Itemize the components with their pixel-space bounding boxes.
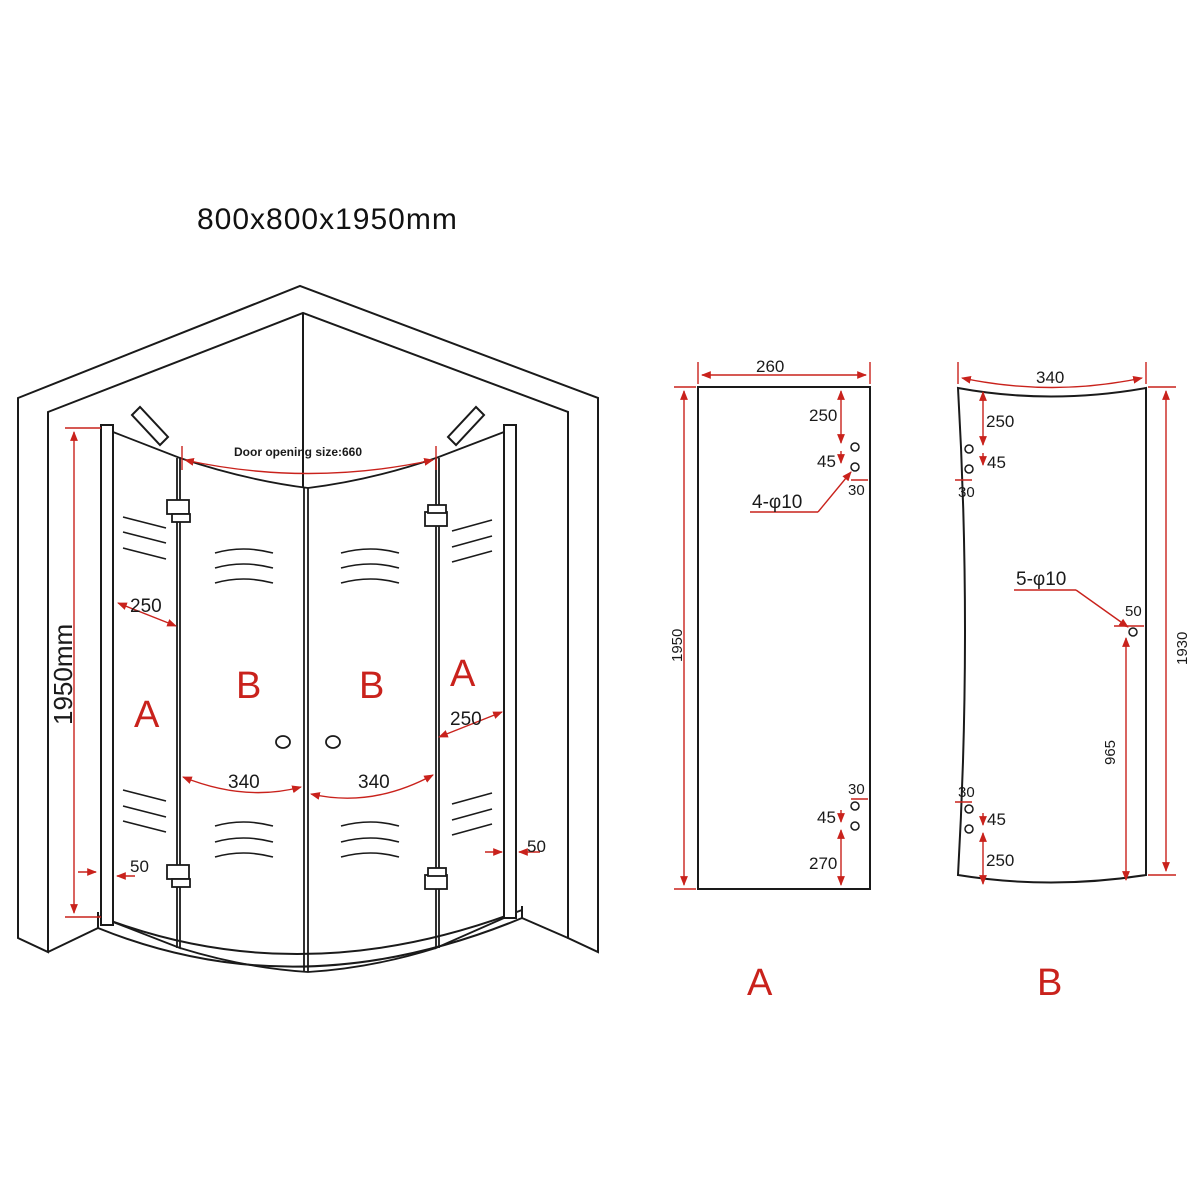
panel-b-top-offset: 250 — [986, 412, 1014, 431]
panel-b-handle-edge: 50 — [1125, 603, 1142, 620]
shower-tray — [97, 906, 523, 968]
panel-b-drawing: 340 1930 250 45 30 5-φ10 50 965 30 — [955, 362, 1191, 1004]
dim-340-right: 340 — [358, 772, 390, 793]
panel-b-bottom-spacing: 45 — [987, 810, 1006, 829]
panel-a-holes: 4-φ10 — [752, 492, 802, 513]
door-opening-label: Door opening size:660 — [234, 445, 362, 459]
panel-b-top-spacing: 45 — [987, 453, 1006, 472]
panel-a-bottom-edge: 30 — [848, 781, 865, 798]
hinges — [166, 499, 448, 890]
panel-b-handle-height: 965 — [1102, 740, 1119, 765]
enclosure-drawing: Door opening size:660 1950mm 250 250 340… — [17, 284, 599, 973]
stabilizer-bars — [130, 405, 486, 447]
panel-a-width: 260 — [756, 357, 784, 376]
enclosure-label-a-right: A — [450, 653, 476, 695]
panel-a-top-spacing: 45 — [817, 452, 836, 471]
curved-doors — [176, 457, 440, 973]
fixed-panels — [112, 431, 505, 950]
panel-a-top-edge: 30 — [848, 482, 865, 499]
panel-b-holes-drawing — [964, 444, 1138, 834]
wall-profiles — [100, 424, 517, 926]
dim-50-right: 50 — [527, 837, 546, 856]
dim-250-right: 250 — [450, 709, 482, 730]
enclosure-label-a-left: A — [134, 694, 160, 736]
enclosure-height-label: 1950mm — [48, 624, 78, 725]
panel-b-holes: 5-φ10 — [1016, 569, 1066, 590]
panel-b-bottom-offset: 250 — [986, 851, 1014, 870]
enclosure-dimensions: Door opening size:660 1950mm 250 250 340… — [48, 427, 546, 918]
panel-a-bottom-offset: 270 — [809, 854, 837, 873]
door-knobs — [275, 735, 341, 749]
panel-a-top-offset: 250 — [809, 406, 837, 425]
panel-a-drawing: 260 1950 250 45 30 4-φ10 30 45 270 A — [669, 357, 871, 1004]
panel-b-bottom-edge: 30 — [958, 784, 975, 801]
dim-50-left: 50 — [130, 857, 149, 876]
enclosure-label-b-right: B — [359, 665, 384, 707]
panel-a-height: 1950 — [669, 629, 686, 662]
panel-b-width: 340 — [1036, 368, 1064, 387]
glass-reflections — [122, 516, 493, 858]
panel-b-top-edge: 30 — [958, 484, 975, 501]
panel-a-top-holes — [850, 442, 860, 831]
panel-a-label: A — [747, 962, 773, 1004]
enclosure-label-b-left: B — [236, 665, 261, 707]
panel-a-glass — [697, 386, 871, 890]
panel-b-label: B — [1037, 962, 1062, 1004]
panel-a-bottom-spacing: 45 — [817, 808, 836, 827]
dim-250-left: 250 — [130, 596, 162, 617]
corner-walls — [17, 284, 599, 954]
dim-340-left: 340 — [228, 772, 260, 793]
diagram-title: 800x800x1950mm — [197, 203, 458, 236]
panel-b-height: 1930 — [1174, 632, 1191, 665]
panel-b-glass — [956, 386, 1147, 884]
